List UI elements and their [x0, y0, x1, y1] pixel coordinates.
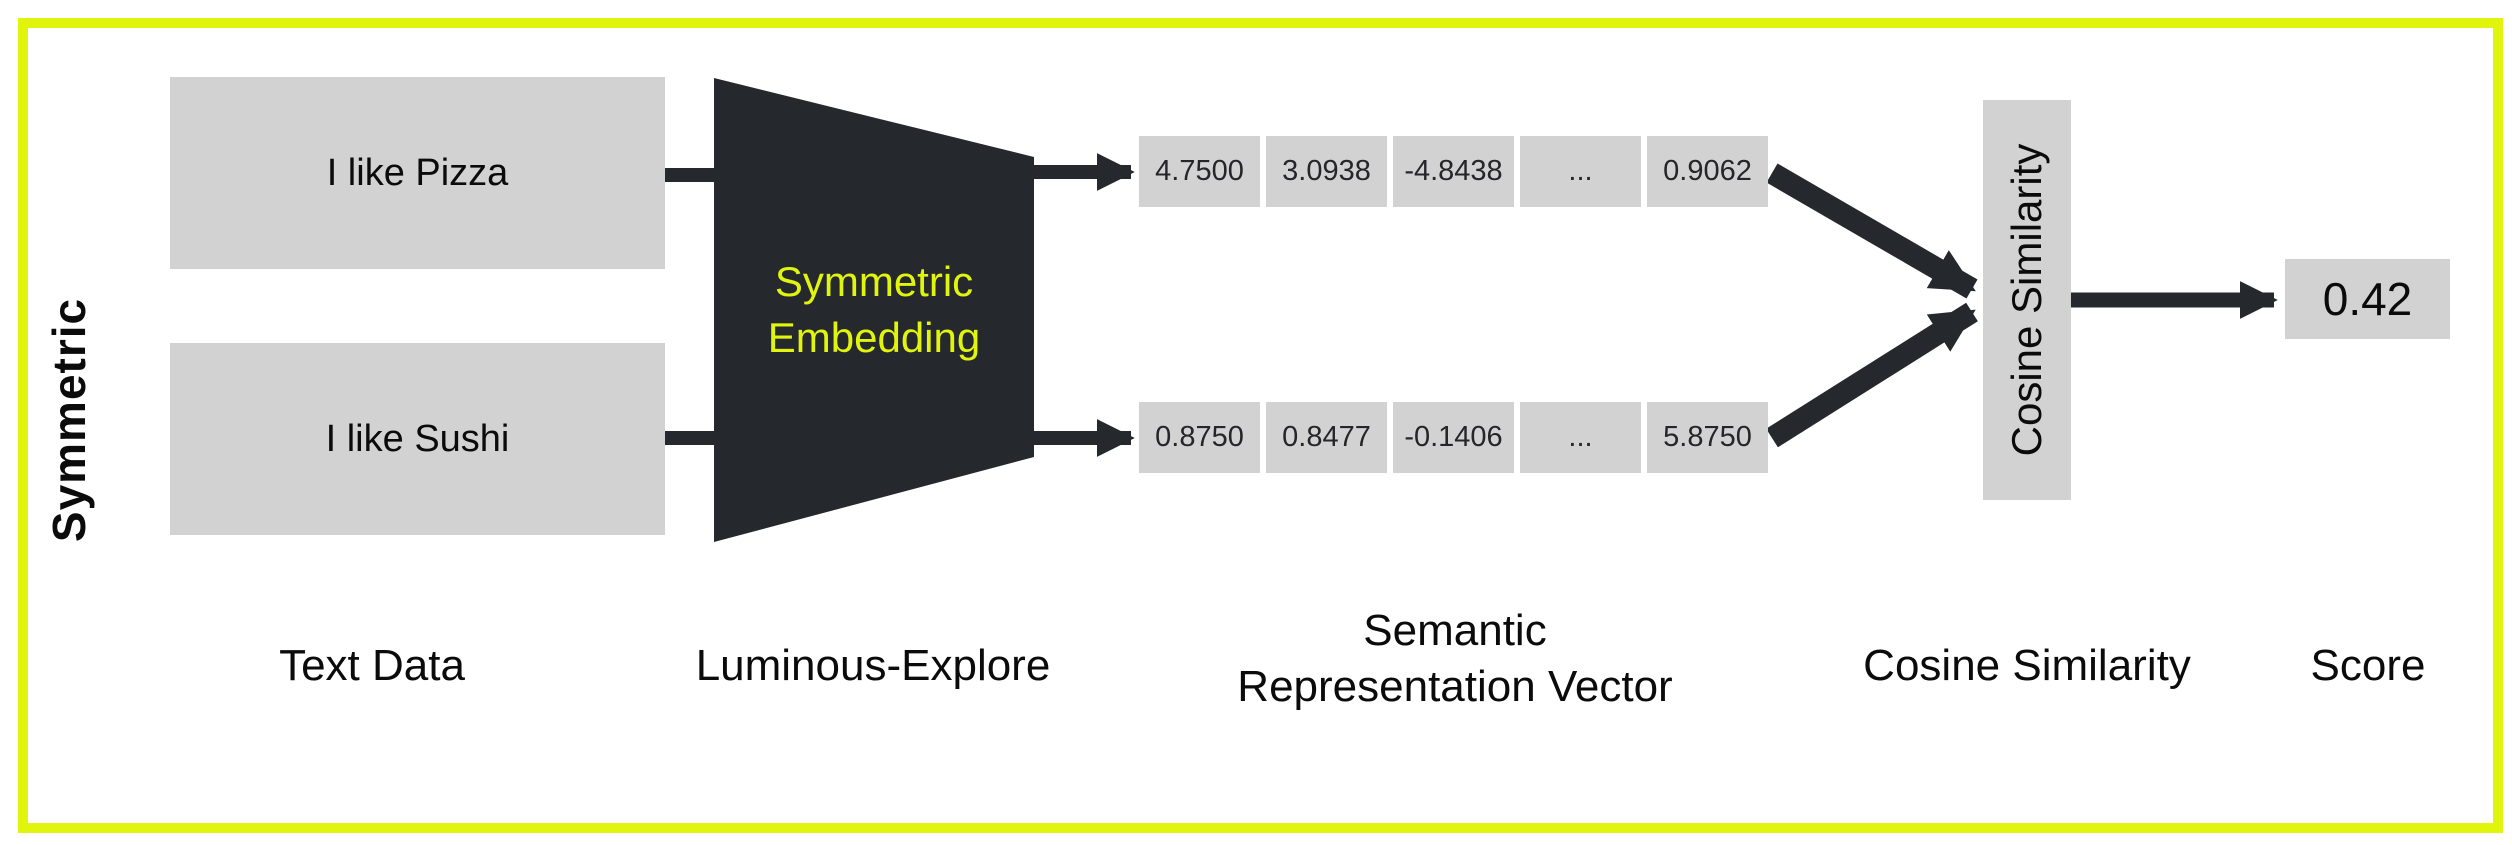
caption-model: Luminous-Explore	[695, 641, 1051, 690]
caption-similarity: Cosine Similarity	[1863, 641, 2191, 690]
score-value: 0.42	[2322, 273, 2413, 325]
embedding-trapezoid	[714, 78, 1034, 542]
embedding-label: Symmetric Embedding	[714, 238, 1034, 382]
vector-cell: -0.1406	[1393, 402, 1514, 473]
input-text-sushi: I like Sushi	[325, 417, 510, 460]
embedding-label-line1: Symmetric	[774, 258, 974, 305]
caption-score: Score	[2310, 641, 2426, 690]
vector-cell-ellipsis: ...	[1520, 402, 1641, 473]
input-text-box-pizza: I like Pizza	[170, 77, 665, 269]
vector-row-top: 4.7500 3.0938 -4.8438 ... 0.9062	[1139, 136, 1768, 207]
vector-cell-ellipsis: ...	[1520, 136, 1641, 207]
vector-cell: 4.7500	[1139, 136, 1260, 207]
vector-cell: 0.8477	[1266, 402, 1387, 473]
vector-cell: 0.8750	[1139, 402, 1260, 473]
similarity-arrow-top	[1766, 163, 1978, 299]
cosine-similarity-box	[1983, 100, 2071, 500]
vector-cell: 3.0938	[1266, 136, 1387, 207]
row-label-symmetric: Symmetric	[43, 297, 95, 543]
caption-text-data: Text Data	[279, 641, 465, 690]
caption-vector-line2: Representation Vector	[1237, 662, 1673, 711]
vector-cell: 5.8750	[1647, 402, 1768, 473]
input-text-box-sushi: I like Sushi	[170, 343, 665, 535]
cosine-similarity-box-label: Cosine Similarity	[2003, 143, 2050, 457]
caption-vector-line1: Semantic	[1363, 606, 1547, 655]
caption-vector: Semantic Representation Vector	[1237, 603, 1672, 715]
embedding-label-line2: Embedding	[767, 314, 981, 361]
input-text-pizza: I like Pizza	[326, 151, 509, 194]
score-box: 0.42	[2285, 259, 2450, 339]
vector-row-bottom: 0.8750 0.8477 -0.1406 ... 5.8750	[1139, 402, 1768, 473]
similarity-arrow-bottom	[1766, 302, 1978, 448]
vector-cell: 0.9062	[1647, 136, 1768, 207]
vector-cell: -4.8438	[1393, 136, 1514, 207]
